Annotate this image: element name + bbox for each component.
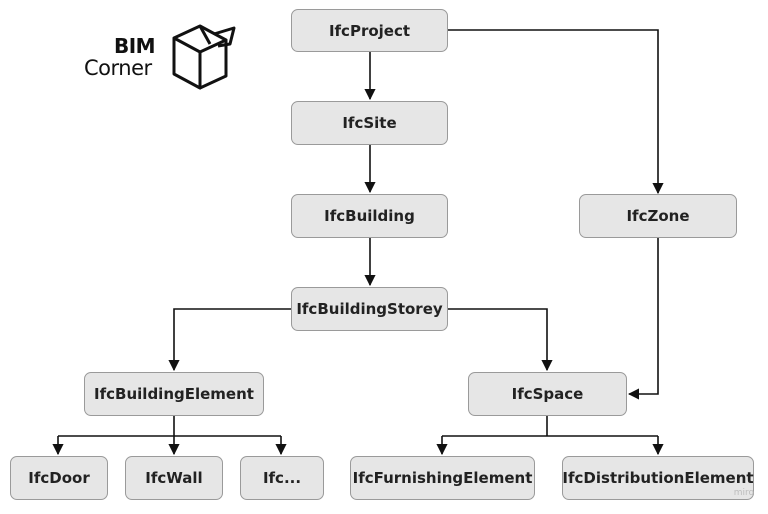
node-ifc-distribution-element: IfcDistributionElement <box>562 456 754 500</box>
edge-storey-space <box>448 308 553 372</box>
node-ifc-space: IfcSpace <box>468 372 627 416</box>
node-ifc-door: IfcDoor <box>10 456 108 500</box>
node-ifc-building-storey: IfcBuildingStorey <box>291 287 448 331</box>
miro-watermark: miro <box>733 488 754 498</box>
logo-text-corner: Corner <box>84 56 152 80</box>
node-ifc-zone: IfcZone <box>579 194 737 238</box>
logo-text-bim: BIM <box>114 34 156 58</box>
node-ifc-building-element: IfcBuildingElement <box>84 372 264 416</box>
edge-zone-space <box>627 238 659 400</box>
node-ifc-building: IfcBuilding <box>291 194 448 238</box>
node-ifc-project: IfcProject <box>291 9 448 52</box>
node-ifc-furnishing-element: IfcFurnishingElement <box>350 456 535 500</box>
edge-project-zone <box>448 29 664 195</box>
edge-storey-element <box>168 308 291 372</box>
cube-icon <box>172 24 236 90</box>
node-ifc-site: IfcSite <box>291 101 448 145</box>
node-ifc-other: Ifc... <box>240 456 324 500</box>
bim-corner-logo: BIM Corner <box>84 20 244 90</box>
node-ifc-wall: IfcWall <box>125 456 223 500</box>
